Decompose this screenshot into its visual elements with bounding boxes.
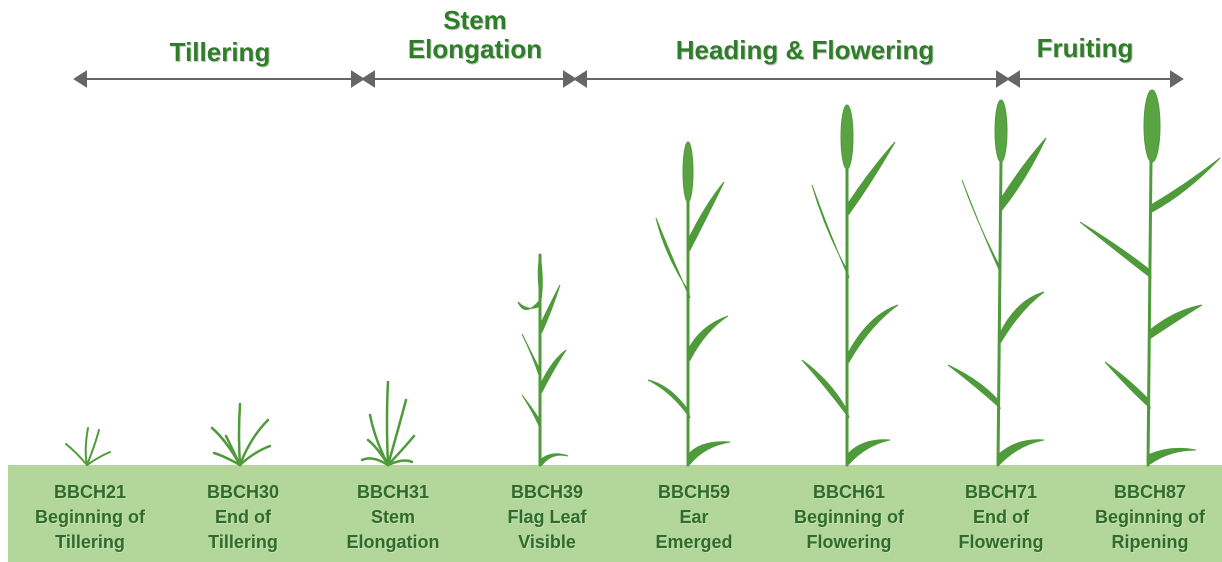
arrow-fruiting: [1008, 72, 1182, 86]
plant-bbch21: [66, 428, 110, 465]
stage-desc-line2: Visible: [472, 530, 622, 555]
stage-label-bbch71: BBCH71 End of Flowering: [926, 480, 1076, 555]
stage-desc-line1: Beginning of: [15, 505, 165, 530]
phase-arrows: [75, 72, 1182, 86]
stage-desc-line2: Tillering: [15, 530, 165, 555]
stage-desc-line2: Flowering: [774, 530, 924, 555]
stage-desc-line1: Beginning of: [774, 505, 924, 530]
arrow-tillering: [75, 72, 363, 86]
stage-label-bbch30: BBCH30 End of Tillering: [168, 480, 318, 555]
stage-desc-line2: Elongation: [318, 530, 468, 555]
stage-desc-line1: End of: [168, 505, 318, 530]
stage-code: BBCH30: [168, 480, 318, 505]
stage-desc-line2: Tillering: [168, 530, 318, 555]
plant-bbch30: [212, 404, 270, 465]
stage-code: BBCH39: [472, 480, 622, 505]
stage-code: BBCH87: [1075, 480, 1222, 505]
stage-desc-line2: Flowering: [926, 530, 1076, 555]
plant-bbch59: [648, 142, 730, 465]
stage-code: BBCH21: [15, 480, 165, 505]
stage-desc-line1: Flag Leaf: [472, 505, 622, 530]
stage-label-bbch21: BBCH21 Beginning of Tillering: [15, 480, 165, 555]
arrow-heading-flowering: [575, 72, 1008, 86]
stage-label-bbch31: BBCH31 Stem Elongation: [318, 480, 468, 555]
stage-code: BBCH59: [619, 480, 769, 505]
stage-desc-line2: Ripening: [1075, 530, 1222, 555]
stage-label-bbch59: BBCH59 Ear Emerged: [619, 480, 769, 555]
stage-code: BBCH61: [774, 480, 924, 505]
stage-desc-line1: Stem: [318, 505, 468, 530]
stage-label-bbch87: BBCH87 Beginning of Ripening: [1075, 480, 1222, 555]
plant-bbch31: [362, 382, 414, 465]
plant-bbch71: [948, 100, 1046, 465]
arrow-stem-elongation: [363, 72, 575, 86]
stage-desc-line1: Beginning of: [1075, 505, 1222, 530]
plant-bbch39: [518, 255, 568, 465]
stage-label-bbch61: BBCH61 Beginning of Flowering: [774, 480, 924, 555]
stage-code: BBCH71: [926, 480, 1076, 505]
plant-bbch87: [1080, 90, 1220, 465]
stage-desc-line1: Ear: [619, 505, 769, 530]
stage-code: BBCH31: [318, 480, 468, 505]
stage-label-bbch39: BBCH39 Flag Leaf Visible: [472, 480, 622, 555]
stage-desc-line2: Emerged: [619, 530, 769, 555]
stage-desc-line1: End of: [926, 505, 1076, 530]
plant-bbch61: [802, 105, 898, 465]
